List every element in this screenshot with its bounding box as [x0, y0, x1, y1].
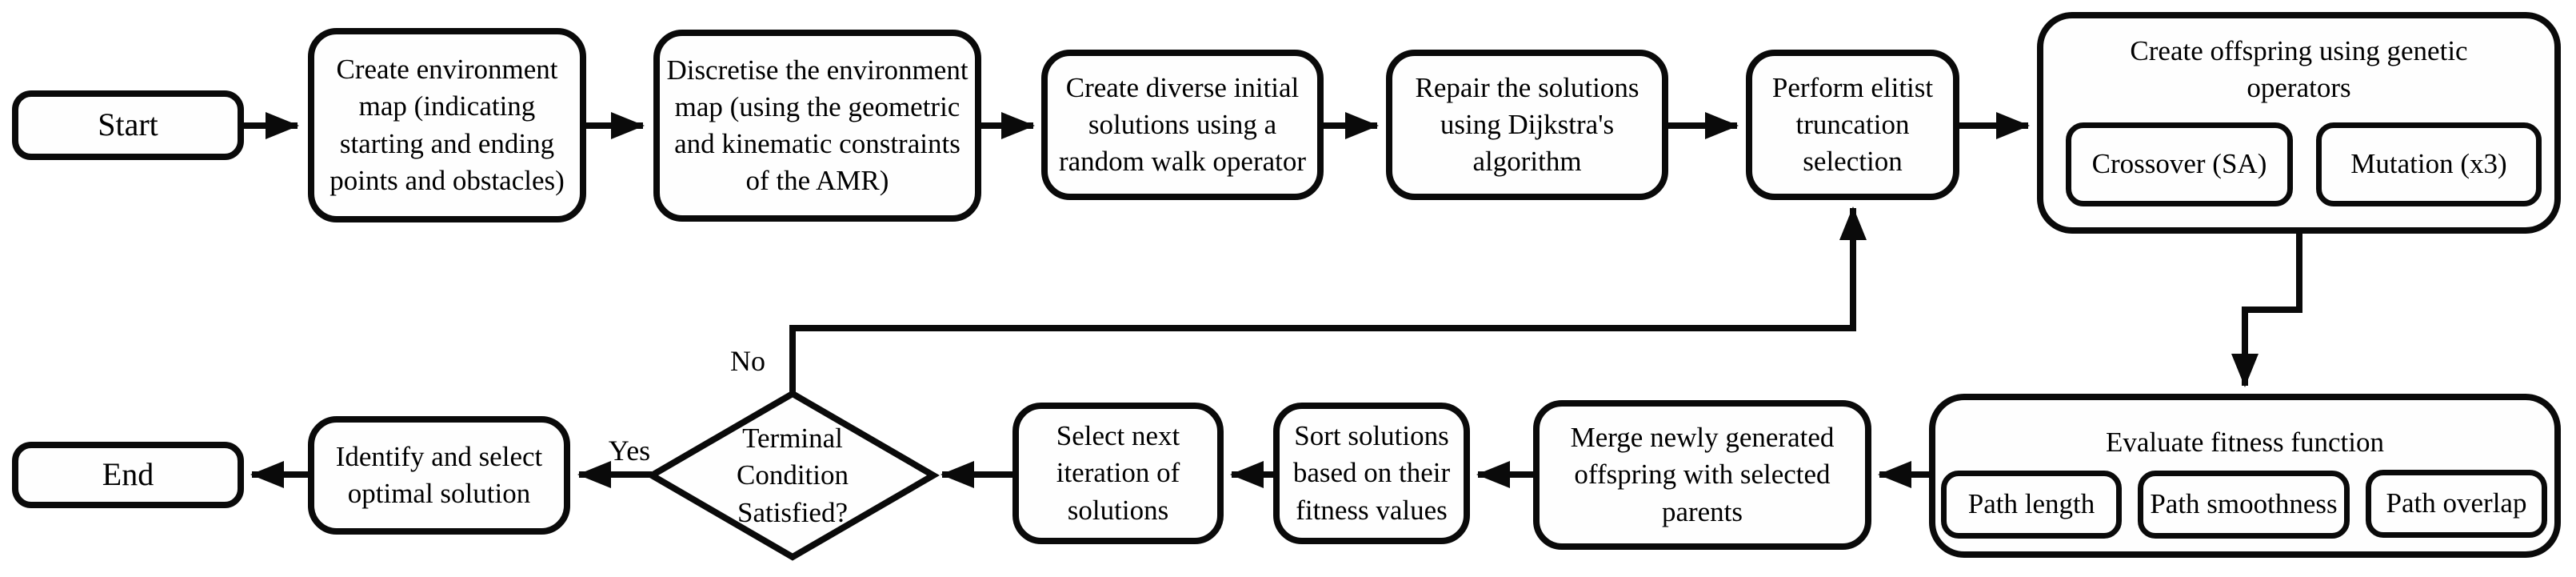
node-merge-offspring-parents: Merge newly generated offspring with sel…: [1533, 400, 1871, 550]
node-path-smoothness: Path smoothness: [2138, 471, 2350, 539]
node-repair-solutions: Repair the solutions using Dijkstra's al…: [1386, 50, 1668, 200]
edge-label-no: No: [730, 345, 765, 377]
node-path-length: Path length: [1941, 471, 2122, 539]
node-terminal-condition-label: Terminal Condition Satisfied?: [736, 423, 849, 528]
node-evaluate-fitness-container: Evaluate fitness function Path length Pa…: [1929, 394, 2561, 558]
node-create-offspring-container: Create offspring using genetic operators…: [2037, 12, 2561, 234]
node-discretise-map: Discretise the environment map (using th…: [653, 30, 981, 222]
node-sort-solutions: Sort solutions based on their fitness va…: [1273, 403, 1470, 544]
node-crossover: Crossover (SA): [2066, 122, 2293, 206]
node-start: Start: [12, 90, 244, 160]
edge-label-yes: Yes: [608, 435, 651, 467]
arrow-offspring-to-evaluate: [2231, 234, 2302, 387]
node-mutation: Mutation (x3): [2316, 122, 2542, 206]
node-initial-solutions: Create diverse initial solutions using a…: [1041, 50, 1324, 200]
node-identify-optimal-solution: Identify and select optimal solution: [308, 416, 570, 535]
node-end: End: [12, 442, 244, 508]
node-elitist-truncation-selection: Perform elitist truncation selection: [1746, 50, 1959, 200]
arrow-no-feedback-loop: [789, 206, 1867, 394]
node-path-overlap: Path overlap: [2366, 470, 2547, 538]
node-create-environment-map: Create environment map (indicating start…: [308, 28, 586, 222]
create-offspring-title: Create offspring using genetic operators: [2130, 35, 2468, 103]
node-select-next-iteration: Select next iteration of solutions: [1012, 403, 1224, 544]
evaluate-fitness-title: Evaluate fitness function: [2106, 427, 2384, 458]
terminal-condition-diamond: [645, 390, 940, 561]
